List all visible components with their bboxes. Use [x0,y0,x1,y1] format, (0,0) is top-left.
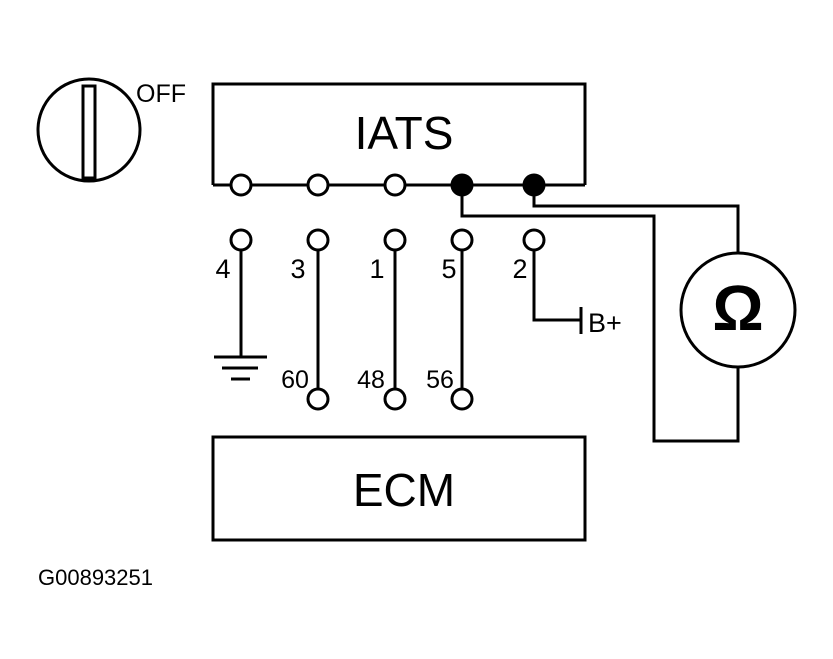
ohmmeter [679,251,797,369]
iats-pin-open-1 [229,173,253,197]
iats-pin-probed-2 [522,173,546,197]
switch-off-label: OFF [136,80,186,108]
terminal-label-4: 4 [215,254,230,284]
iats-pin-open-3 [383,173,407,197]
iats-pin-probed-1 [450,173,474,197]
terminal-label-2: 2 [512,254,527,284]
switch-key-slot [81,84,97,180]
ecm-label: ECM [353,464,455,516]
ohm-symbol: Ω [712,272,763,344]
ecm-box [211,435,587,542]
figure-code: G00893251 [38,565,153,590]
harness-terminal-5 [450,228,474,252]
harness-terminal-4 [229,228,253,252]
ecm-pin-label-48: 48 [357,366,385,394]
wire-2-to-battery [532,250,580,322]
iats-label: IATS [355,107,454,159]
terminal-label-5: 5 [441,254,456,284]
terminal-label-3: 3 [290,254,305,284]
terminal-label-1: 1 [369,254,384,284]
ecm-pin-56 [450,387,474,411]
harness-terminal-1 [383,228,407,252]
ohmmeter-lead-2 [532,195,740,253]
ground-symbol [214,355,267,381]
harness-terminal-3 [306,228,330,252]
battery-label: B+ [588,308,622,338]
ecm-pin-label-60: 60 [281,366,309,394]
ignition-switch [36,77,142,183]
ecm-pin-label-56: 56 [426,366,454,394]
iats-pin-open-2 [306,173,330,197]
ecm-pin-60 [306,387,330,411]
harness-terminal-2 [522,228,546,252]
switch-knob-circle [36,77,142,183]
ohmmeter-circle [679,251,797,369]
ecm-pin-48 [383,387,407,411]
iats-box-outline [211,82,587,185]
ohmmeter-lead-1 [460,195,740,443]
